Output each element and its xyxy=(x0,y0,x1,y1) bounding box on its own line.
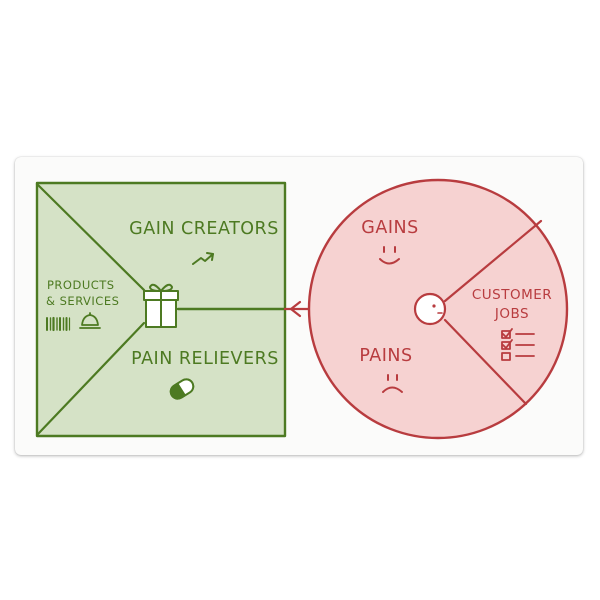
products-services-label-line1: PRODUCTS xyxy=(47,278,115,292)
value-map-divider-bottom xyxy=(36,321,146,436)
service-bell-icon xyxy=(79,312,101,329)
value-map-divider-top xyxy=(35,182,146,292)
products-services-label-line2: & SERVICES xyxy=(46,294,119,308)
checklist-icon xyxy=(501,328,535,361)
trend-up-arrow-icon xyxy=(192,252,214,265)
frown-icon xyxy=(382,374,403,393)
pill-icon xyxy=(169,378,195,400)
customer-profile-divider-jobs-top xyxy=(443,219,543,303)
barcode-icon xyxy=(46,316,71,332)
smile-icon xyxy=(379,246,400,265)
pain-relievers-label: PAIN RELIEVERS xyxy=(131,349,279,369)
person-head-icon xyxy=(413,292,447,326)
pains-label: PAINS xyxy=(359,346,412,366)
customer-profile-divider-jobs-bottom xyxy=(443,318,528,406)
customer-jobs-label-line2: JOBS xyxy=(494,306,529,322)
value-map: GAIN CREATORS PRODUCTS & SERVICES xyxy=(35,181,287,438)
gains-label: GAINS xyxy=(361,218,418,238)
customer-jobs-label-line1: CUSTOMER xyxy=(472,287,552,303)
customer-profile: GAINS PAINS CUSTOMER JOBS xyxy=(307,178,569,440)
gift-icon xyxy=(143,283,179,328)
gain-creators-label: GAIN CREATORS xyxy=(129,219,279,239)
